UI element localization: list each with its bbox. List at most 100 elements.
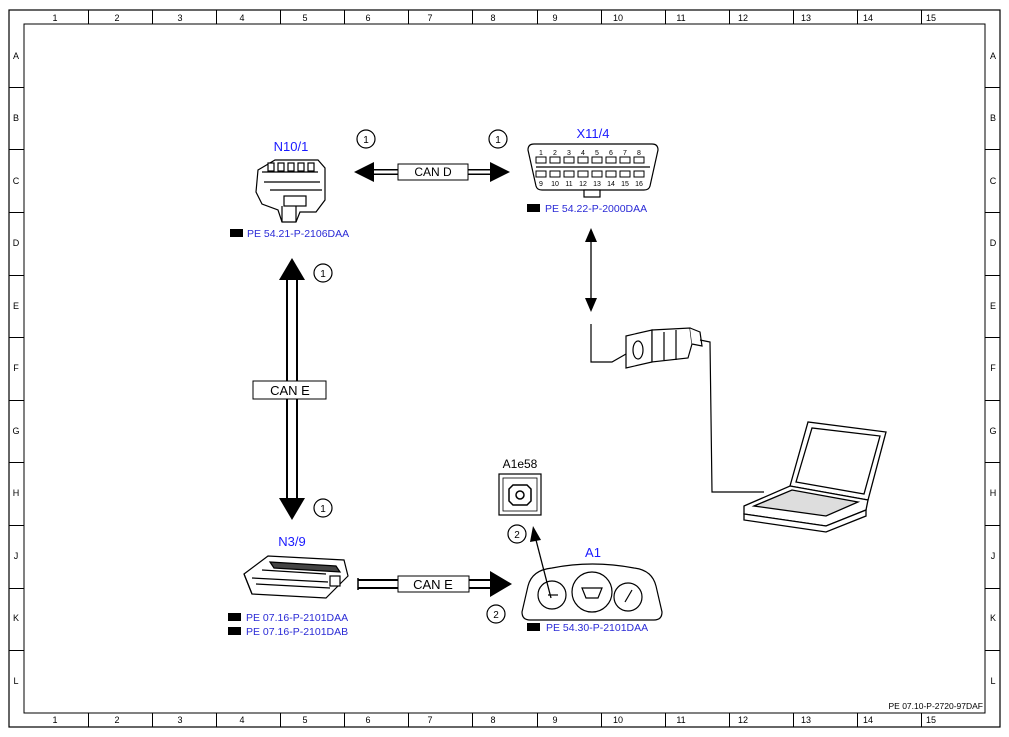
diagnostic-adapter-icon xyxy=(625,327,703,369)
obd-pin: 3 xyxy=(563,150,575,164)
instrument-cluster-icon xyxy=(521,563,663,621)
grid-col-label: 9 xyxy=(552,715,557,725)
pin-number: 6 xyxy=(609,150,613,157)
marker-circle: 1 xyxy=(488,129,508,149)
grid-row-label: L xyxy=(990,676,995,686)
pin-number: 2 xyxy=(553,150,557,157)
marker-number: 2 xyxy=(514,530,520,541)
grid-row-label: E xyxy=(990,301,996,311)
pin-number: 11 xyxy=(565,181,572,188)
grid-col-label: 14 xyxy=(863,715,873,725)
grid-col-label: 10 xyxy=(613,13,623,23)
grid-row-label: B xyxy=(990,113,996,123)
a1-ref: PE 54.30-P-2101DAA xyxy=(527,622,648,634)
obd-pin: 16 xyxy=(633,170,645,188)
grid-row-label: C xyxy=(13,176,20,186)
laptop-icon xyxy=(743,421,887,533)
grid-col-label: 3 xyxy=(177,715,182,725)
component-a1: A1 PE 54.30-P-2101DAA xyxy=(521,545,663,634)
component-n3-9: N3/9 PE 07.16-P-2101DAA PE 07.16-P-2101D… xyxy=(228,534,349,638)
grid-row-label: C xyxy=(990,176,997,186)
obd-pin: 11 xyxy=(563,170,575,188)
marker-number: 1 xyxy=(363,135,369,146)
component-id: A1 xyxy=(585,545,601,560)
grid-col-label: 1 xyxy=(52,13,57,23)
grid-col-label: 13 xyxy=(801,715,811,725)
grid-row-label: F xyxy=(13,363,19,373)
n10-1-ref: PE 54.21-P-2106DAA xyxy=(230,228,349,240)
arrow-head-right xyxy=(490,162,510,182)
bus-label: CAN E xyxy=(413,577,453,592)
obd-pin: 5 xyxy=(591,150,603,164)
grid-row-label: K xyxy=(990,613,996,623)
pin-number: 13 xyxy=(593,181,601,188)
grid-col-label: 11 xyxy=(676,715,685,725)
component-ref: PE 07.16-P-2101DAA xyxy=(246,612,348,624)
obd-pin: 10 xyxy=(549,170,561,188)
grid-col-label: 12 xyxy=(738,13,748,23)
obd-connector-icon xyxy=(527,143,659,198)
grid-columns-top: 1 2 3 4 5 6 7 8 9 10 11 12 13 14 15 xyxy=(52,13,936,23)
pin-number: 10 xyxy=(551,181,559,188)
outer-frame xyxy=(8,9,1001,728)
obd-pin: 15 xyxy=(619,170,631,188)
obd-pin: 9 xyxy=(535,170,547,188)
pin-number: 7 xyxy=(623,150,627,157)
marker-circle: 2 xyxy=(486,604,506,624)
reference-hand-icon xyxy=(228,627,241,635)
component-n10-1: N10/1 PE 54.21-P-2106DAA xyxy=(230,139,349,240)
marker-number: 1 xyxy=(495,135,501,146)
component-id: X11/4 xyxy=(576,126,609,141)
cable xyxy=(590,324,627,363)
diagnostic-link xyxy=(585,228,764,493)
grid-col-label: 6 xyxy=(365,13,370,23)
pin-number: 15 xyxy=(621,181,629,188)
grid-row-label: H xyxy=(990,488,997,498)
connection-can-e-horizontal: CAN E 2 xyxy=(357,571,512,624)
reference-hand-icon xyxy=(230,229,243,237)
pin-number: 9 xyxy=(539,181,543,188)
arrow-head-down xyxy=(279,498,305,520)
grid-col-label: 15 xyxy=(926,715,936,725)
component-ref: PE 54.30-P-2101DAA xyxy=(546,622,648,634)
marker-number: 1 xyxy=(320,504,326,515)
obd-pin: 8 xyxy=(633,150,645,164)
component-a1e58: A1e58 2 xyxy=(498,457,552,599)
grid-col-label: 5 xyxy=(302,13,307,23)
grid-col-label: 12 xyxy=(738,715,748,725)
document-id: PE 07.10-P-2720-97DAF xyxy=(889,701,984,711)
obd-pin: 4 xyxy=(577,150,589,164)
grid-col-label: 9 xyxy=(552,13,557,23)
grid-row-label: J xyxy=(14,551,19,561)
grid-col-label: 13 xyxy=(801,13,811,23)
cable xyxy=(699,339,764,493)
grid-row-label: A xyxy=(990,51,996,61)
grid-col-label: 2 xyxy=(114,13,119,23)
marker-circle: 1 xyxy=(313,263,333,283)
marker-number: 2 xyxy=(493,610,499,621)
component-x11-4: X11/4 1 2 3 4 5 6 7 8 9 10 11 12 13 14 1… xyxy=(527,126,659,215)
n10-1-module-icon xyxy=(255,159,326,223)
grid-row-label: G xyxy=(12,426,19,436)
marker-number: 1 xyxy=(320,269,326,280)
marker-circle: 1 xyxy=(313,498,333,518)
pin-number: 3 xyxy=(567,150,571,157)
obd-pin: 6 xyxy=(605,150,617,164)
grid-col-label: 4 xyxy=(239,13,244,23)
grid-col-label: 14 xyxy=(863,13,873,23)
grid-row-label: D xyxy=(13,238,20,248)
grid-row-label: H xyxy=(13,488,20,498)
obd-pin: 7 xyxy=(619,150,631,164)
pin-number: 1 xyxy=(539,150,543,157)
obd-pin: 2 xyxy=(549,150,561,164)
grid-col-label: 8 xyxy=(490,715,495,725)
bus-label: CAN D xyxy=(414,165,452,179)
pin-number: 4 xyxy=(581,150,585,157)
arrow-head-up xyxy=(279,258,305,280)
obd-pin-row-top: 1 2 3 4 5 6 7 8 xyxy=(535,150,645,164)
grid-col-label: 1 xyxy=(52,715,57,725)
arrow-head-down xyxy=(585,298,597,312)
ecu-module-icon xyxy=(243,555,349,599)
obd-pin-row-bottom: 9 10 11 12 13 14 15 16 xyxy=(535,170,645,188)
